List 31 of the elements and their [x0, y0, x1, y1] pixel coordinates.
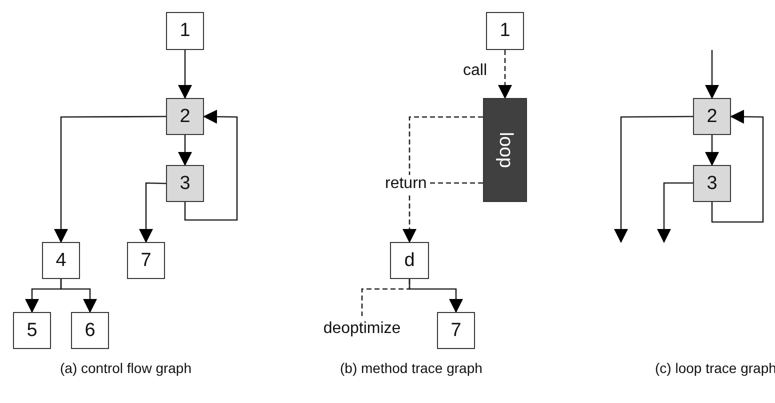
- arrow: [498, 50, 512, 99]
- caption: (b) method trace graph: [340, 360, 482, 376]
- process-box: d: [390, 242, 429, 279]
- process-box: 3: [693, 165, 731, 202]
- process-box: 1: [166, 12, 204, 50]
- arrow: [139, 182, 166, 243]
- process-box: 3: [166, 165, 204, 202]
- process-box: 1: [486, 12, 524, 50]
- process-box: 5: [13, 312, 51, 349]
- edge-label: return: [385, 175, 427, 193]
- caption: (a) control flow graph: [60, 360, 192, 376]
- arrow: [711, 110, 764, 223]
- process-box: 7: [127, 242, 165, 279]
- arrow: [178, 50, 192, 99]
- arrow: [184, 110, 238, 221]
- arrow: [408, 279, 463, 313]
- arrow: [402, 116, 484, 243]
- arrow: [60, 279, 97, 313]
- arrow: [614, 116, 693, 243]
- process-box: 4: [42, 242, 80, 279]
- process-box: 6: [71, 312, 109, 349]
- arrow: [54, 116, 166, 243]
- arrow: [705, 50, 719, 99]
- arrow: [705, 135, 719, 166]
- process-box: 2: [693, 98, 731, 135]
- node-label: deoptimize: [312, 316, 412, 342]
- loop-box: loop: [483, 98, 527, 202]
- arrow: [178, 135, 192, 166]
- process-box: 2: [166, 98, 204, 135]
- process-box: 7: [437, 312, 475, 349]
- arrow: [657, 182, 693, 243]
